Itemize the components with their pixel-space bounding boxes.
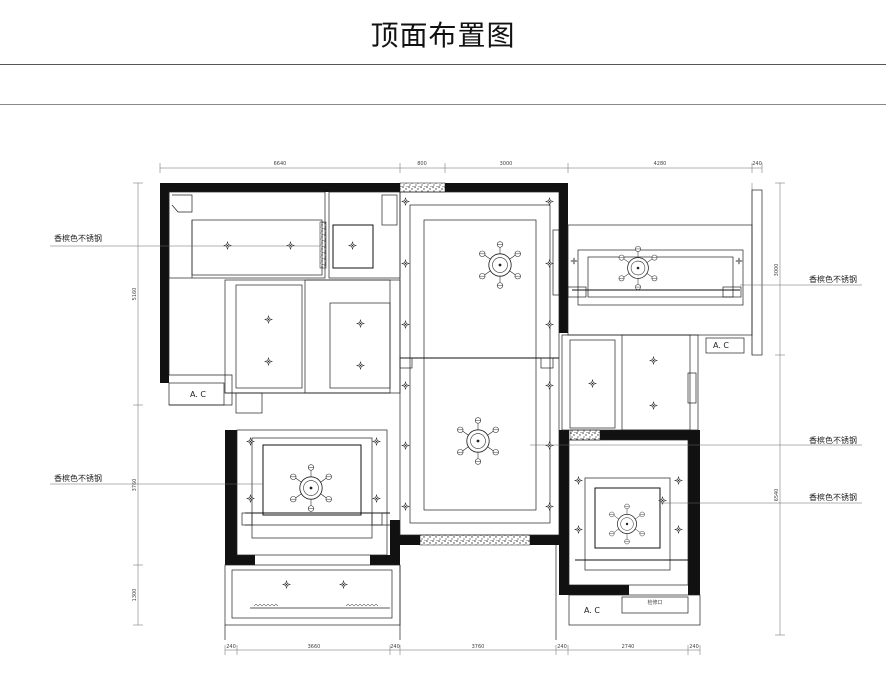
walls: [160, 183, 700, 595]
leader-lines: [50, 245, 862, 504]
header-divider: [0, 64, 886, 65]
upper-right-room: [567, 224, 753, 354]
bottom-dimension-chain: 240 3660 240 3760 240 2740 240: [224, 644, 701, 655]
middle-right-rooms: [561, 334, 699, 431]
dim-bottom-3: 240: [390, 644, 400, 650]
ac-label-left: A. C: [190, 390, 206, 399]
page-title: 顶面布置图: [370, 19, 516, 52]
annotation-label-3: 香槟色不锈钢: [809, 274, 857, 284]
drawing-frame-top: [0, 104, 886, 105]
annotation-label-2: 香槟色不锈钢: [54, 473, 102, 483]
dim-top-1: 6640: [274, 161, 287, 167]
dim-bottom-7: 240: [689, 644, 699, 650]
dim-left-2: 3760: [132, 479, 138, 492]
dim-bottom-2: 3660: [308, 644, 321, 650]
lower-left-room: [236, 429, 390, 556]
top-dimension-chain: 6640 800 3000 4280 240: [159, 161, 763, 173]
dim-right-1: 3000: [774, 264, 780, 277]
dim-left-3: 1300: [132, 589, 138, 602]
wall-infills: [319, 182, 601, 546]
dim-bottom-1: 240: [226, 644, 236, 650]
bottom-strip-lights: [250, 580, 390, 609]
outlines: [168, 189, 763, 640]
upper-left-room: [168, 191, 401, 279]
dim-bottom-5: 240: [557, 644, 567, 650]
dim-top-3: 3000: [500, 161, 513, 167]
dim-bottom-4: 3760: [472, 644, 485, 650]
access-panel-tag: 检修口: [647, 599, 662, 606]
dim-bottom-6: 2740: [622, 644, 635, 650]
ac-label-right: A. C: [713, 341, 729, 350]
dim-top-5: 240: [752, 161, 762, 167]
dim-left-1: 5160: [132, 288, 138, 301]
ac-label-bottom: A. C: [584, 606, 600, 615]
middle-left-rooms: [224, 279, 401, 414]
central-living-room: [399, 191, 560, 536]
dim-top-2: 800: [417, 161, 427, 167]
left-dimension-chain: 5160 3760 1300: [132, 182, 143, 626]
annotation-label-1: 香槟色不锈钢: [54, 233, 102, 243]
dim-right-2: 6540: [774, 489, 780, 502]
dim-top-4: 4280: [654, 161, 667, 167]
annotation-label-4: 香槟色不锈钢: [809, 435, 857, 445]
annotation-label-5: 香槟色不锈钢: [809, 492, 857, 502]
right-dimension-chain: 3000 6540: [751, 182, 785, 636]
lower-right-room: [568, 439, 689, 586]
